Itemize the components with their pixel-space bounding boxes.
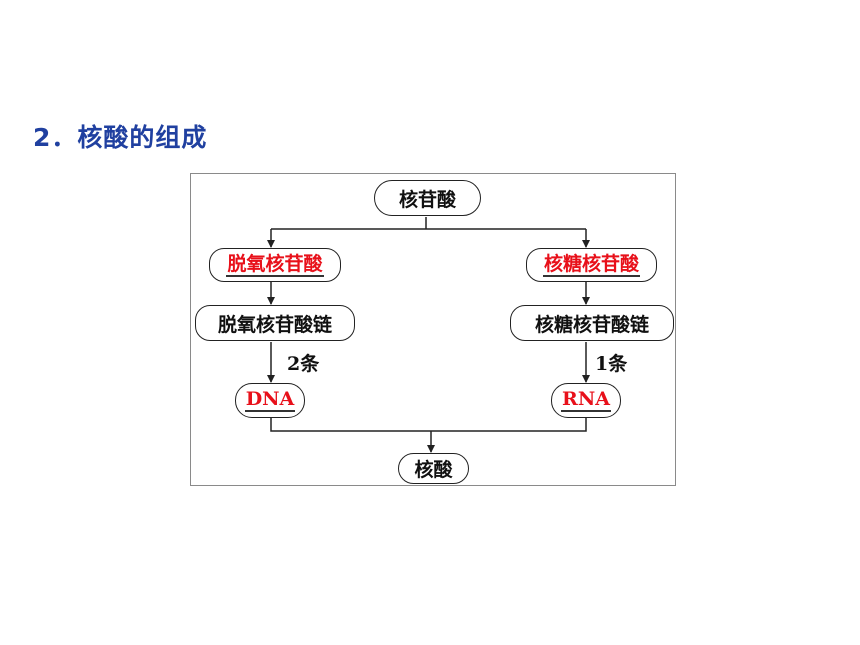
node-nucleic-acid: 核酸 xyxy=(398,453,469,484)
ribonucleotide-label: 核糖核苷酸 xyxy=(542,252,640,277)
node-ribonucleotide: 核糖核苷酸 xyxy=(526,248,657,282)
node-deoxy-chain: 脱氧核苷酸链 xyxy=(195,305,355,341)
node-deoxyribonucleotide: 脱氧核苷酸 xyxy=(209,248,341,282)
dna-label: DNA xyxy=(244,388,296,412)
node-dna: DNA xyxy=(235,383,305,418)
merge-line xyxy=(270,418,587,432)
rna-label: RNA xyxy=(561,388,611,412)
node-rna: RNA xyxy=(551,383,621,418)
connector-lines xyxy=(267,217,590,453)
section-heading: 2．核酸的组成 xyxy=(33,123,208,152)
nucleic-acid-composition-diagram: 核苷酸 脱氧核苷酸 核糖核苷酸 脱氧核苷酸链 核糖核苷酸链 2条 1条 DNA … xyxy=(190,173,676,486)
deoxyribonucleotide-label: 脱氧核苷酸 xyxy=(226,252,324,277)
node-nucleotide: 核苷酸 xyxy=(374,180,481,216)
node-ribo-chain: 核糖核苷酸链 xyxy=(510,305,674,341)
rna-strand-count: 1条 xyxy=(595,353,628,375)
split-line xyxy=(271,217,586,230)
dna-strand-count: 2条 xyxy=(287,353,320,375)
